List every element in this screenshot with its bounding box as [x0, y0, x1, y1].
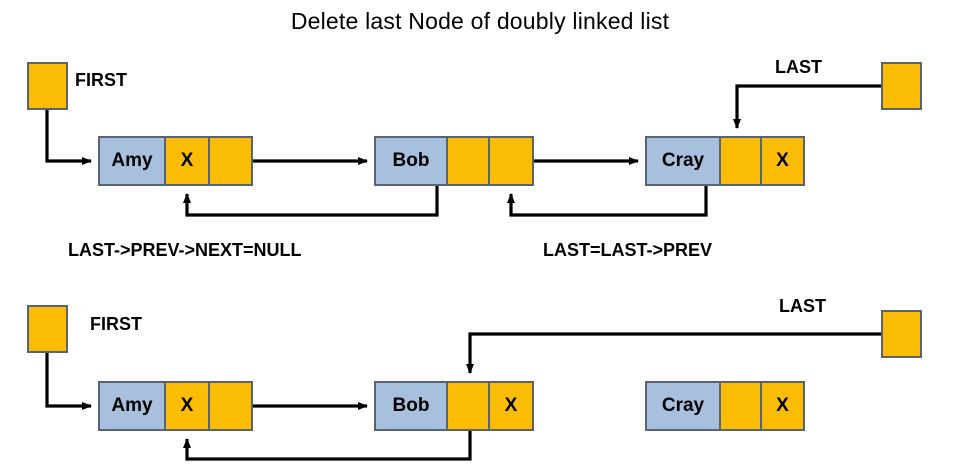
wire-first-to-amy-row2 — [45, 353, 92, 410]
node-amy-row1-next — [210, 138, 251, 184]
wire-cray-prev-to-bob-row1 — [507, 186, 708, 217]
node-cray-row2-next: X — [762, 383, 803, 429]
node-cray-row2-prev — [721, 383, 762, 429]
node-amy-row2-prev: X — [166, 383, 210, 429]
node-amy-row2-next — [210, 383, 251, 429]
caption-last-equals-last-prev: LAST=LAST->PREV — [543, 240, 713, 260]
wire-bob-prev-to-amy-row1 — [183, 186, 439, 217]
last-pointer-box-row2 — [881, 310, 922, 358]
node-amy-row1-data: Amy — [100, 138, 166, 184]
last-pointer-label-row2: LAST — [779, 296, 826, 316]
node-cray-row1-prev — [721, 138, 762, 184]
node-bob-row2-prev — [448, 383, 490, 429]
last-pointer-label-row1: LAST — [775, 57, 822, 77]
wire-first-to-amy-row1 — [45, 110, 92, 165]
node-cray-row1: Cray X — [645, 136, 805, 186]
first-pointer-box-row2 — [27, 305, 68, 353]
node-amy-row2-data: Amy — [100, 383, 166, 429]
caption-last-prev-next-null: LAST->PREV->NEXT=NULL — [68, 240, 302, 260]
node-cray-row1-data: Cray — [647, 138, 721, 184]
node-amy-row1: Amy X — [98, 136, 253, 186]
node-bob-row1-data: Bob — [376, 138, 448, 184]
wire-last-to-bob-row2 — [466, 332, 881, 374]
node-bob-row1-prev — [448, 138, 490, 184]
node-bob-row2-data: Bob — [376, 383, 448, 429]
node-cray-row2: Cray X — [645, 381, 805, 431]
node-bob-row1-next — [490, 138, 532, 184]
node-bob-row2: Bob X — [374, 381, 534, 431]
node-bob-row2-next: X — [490, 383, 532, 429]
node-cray-row2-data: Cray — [647, 383, 721, 429]
wire-last-to-cray-row1 — [733, 84, 881, 129]
node-bob-row1: Bob — [374, 136, 534, 186]
first-pointer-label-row1: FIRST — [75, 70, 127, 90]
first-pointer-label-row2: FIRST — [90, 314, 142, 334]
node-amy-row2: Amy X — [98, 381, 253, 431]
node-amy-row1-prev: X — [166, 138, 210, 184]
node-cray-row1-next: X — [762, 138, 803, 184]
last-pointer-box-row1 — [881, 62, 922, 110]
wire-bob-prev-to-amy-row2 — [183, 431, 472, 461]
first-pointer-box-row1 — [27, 62, 68, 110]
page-title: Delete last Node of doubly linked list — [290, 8, 670, 34]
